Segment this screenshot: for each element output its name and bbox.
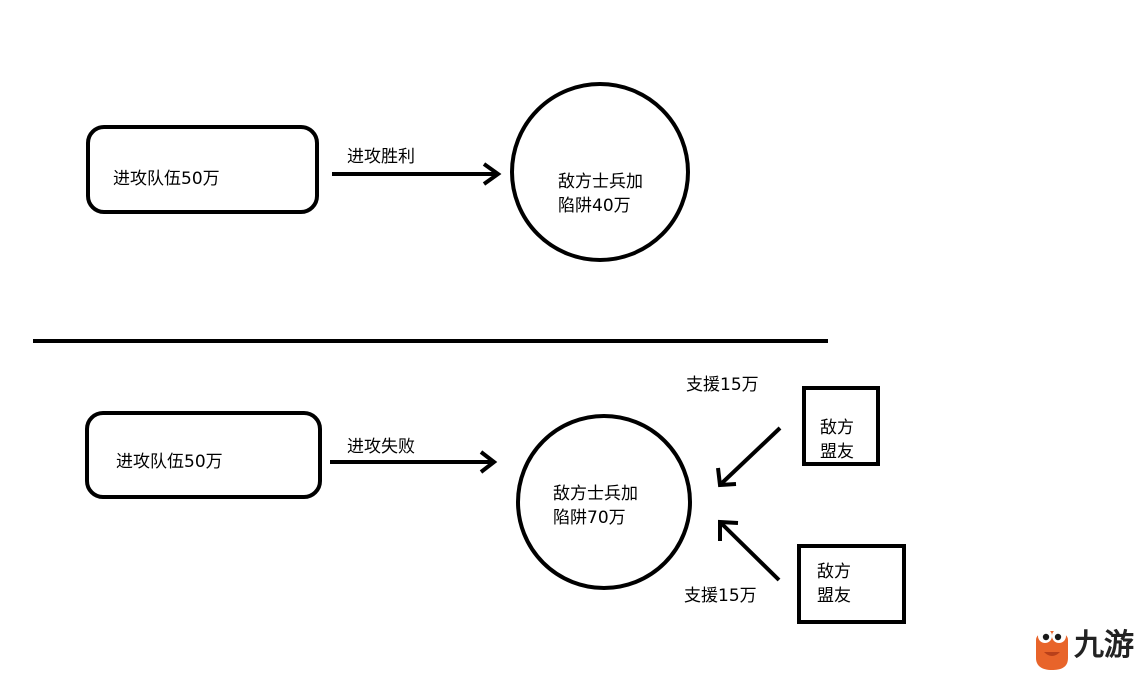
support-top-arrow-shaft [720, 426, 782, 485]
ally-bottom-label: 敌方 盟友 [817, 562, 851, 606]
mascot-logo-icon [1036, 629, 1068, 670]
ally-top-label: 敌方 盟友 [820, 418, 854, 462]
watermark-logo: 九游 [1030, 622, 1140, 672]
top-attack-box [86, 125, 319, 214]
support-bottom-arrow-head [718, 519, 739, 541]
top-arrow-label: 进攻胜利 [347, 147, 415, 167]
support-bottom-arrow-shaft [720, 522, 781, 582]
top-attack-label: 进攻队伍50万 [113, 169, 220, 189]
bottom-arrow-label: 进攻失败 [347, 437, 415, 457]
support-top-arrow-head [716, 467, 737, 488]
bottom-attack-label: 进攻队伍50万 [116, 452, 223, 472]
support-top-label: 支援15万 [686, 375, 759, 395]
bottom-enemy-circle [516, 414, 692, 590]
ally-bottom-box [797, 544, 906, 624]
ally-top-box [802, 386, 880, 466]
support-bottom-label: 支援15万 [684, 586, 757, 606]
bottom-attack-box [85, 411, 322, 499]
bottom-enemy-label: 敌方士兵加 陷阱70万 [553, 484, 638, 528]
top-attack-arrow-head [482, 162, 502, 186]
watermark-text: 九游 [1074, 628, 1134, 663]
top-enemy-label: 敌方士兵加 陷阱40万 [558, 172, 643, 216]
top-enemy-circle [510, 82, 690, 262]
bottom-attack-arrow-head [479, 450, 498, 474]
